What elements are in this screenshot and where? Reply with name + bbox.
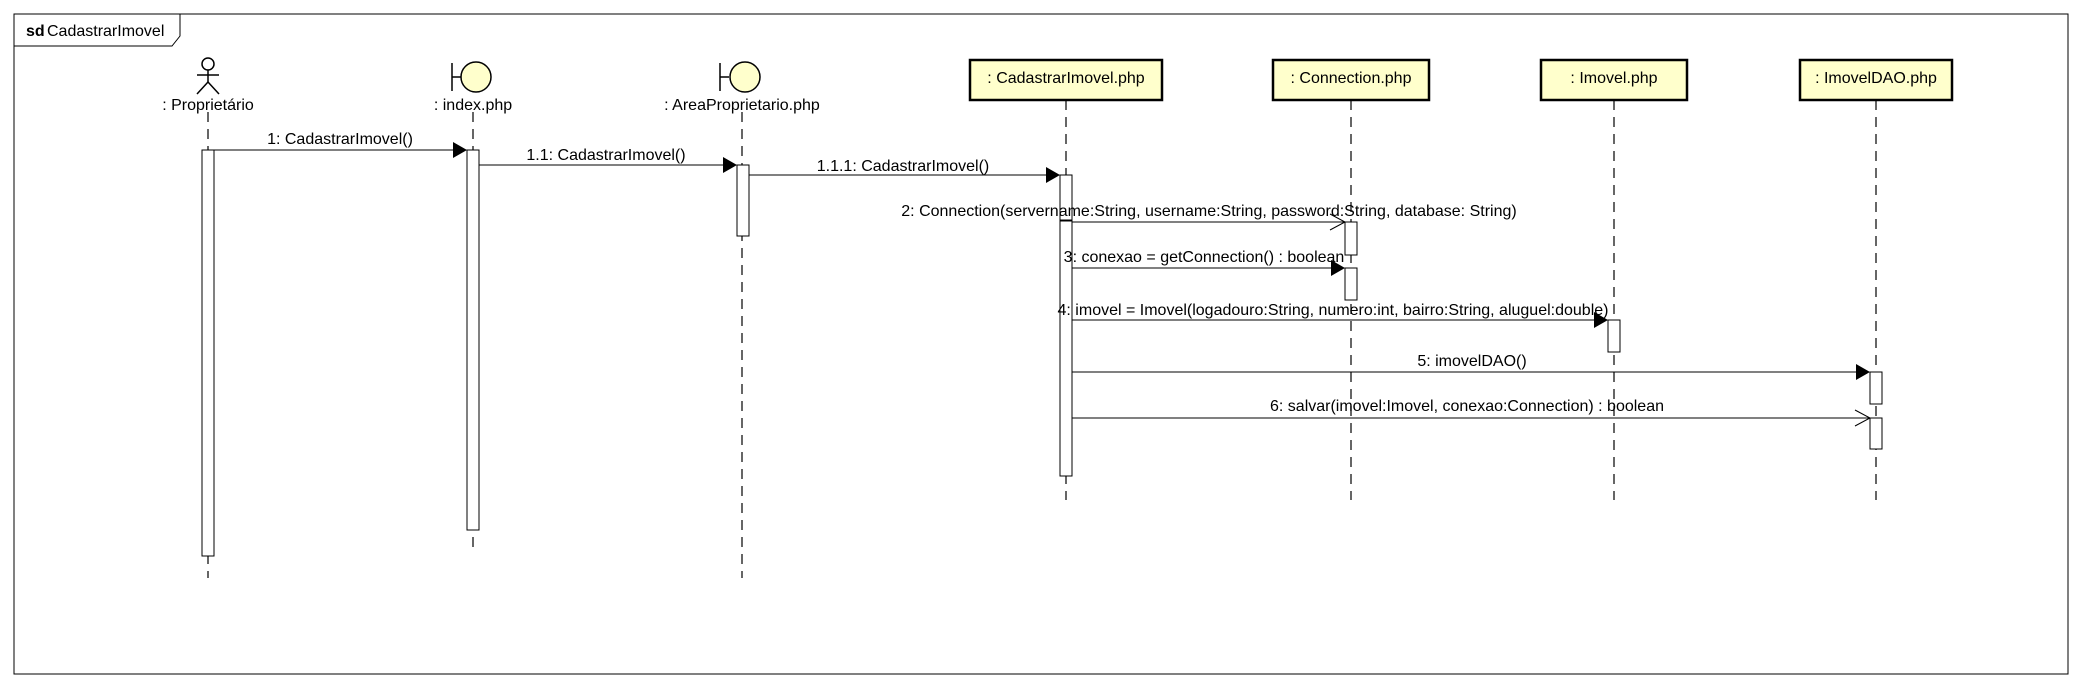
frame-title: CadastrarImovel bbox=[47, 23, 164, 40]
activation-bar bbox=[1869, 417, 1883, 450]
actor-icon bbox=[196, 57, 220, 95]
async-arrowhead bbox=[1329, 213, 1347, 231]
lifeline-label-proprietario: : Proprietário bbox=[162, 97, 254, 114]
lifeline-box-imoveldao bbox=[1798, 58, 1954, 102]
lifeline-box-connection bbox=[1271, 58, 1431, 102]
frame-border bbox=[13, 13, 2069, 675]
activation-bar bbox=[1059, 174, 1073, 221]
message-label: 5: imovelDAO() bbox=[1417, 353, 1526, 370]
lifeline-label-index: : index.php bbox=[434, 97, 512, 114]
sync-arrowhead bbox=[453, 142, 467, 158]
activation-bar bbox=[1607, 319, 1621, 353]
async-arrowhead bbox=[1854, 409, 1872, 427]
lifeline-label-area: : AreaProprietario.php bbox=[664, 97, 820, 114]
activation-bar bbox=[1344, 221, 1358, 256]
lifeline-label-cadastrar: : CadastrarImovel.php bbox=[987, 70, 1145, 87]
message-label: 4: imovel = Imovel(logadouro:String, num… bbox=[1058, 302, 1609, 319]
activation-bar bbox=[201, 149, 215, 557]
frame-keyword: sd bbox=[26, 23, 45, 40]
message-label: 1: CadastrarImovel() bbox=[267, 131, 413, 148]
lifeline-box-cadastrar bbox=[968, 58, 1164, 102]
message-label: 1.1.1: CadastrarImovel() bbox=[817, 158, 990, 175]
activation-bar bbox=[1869, 371, 1883, 405]
lifeline-label-imoveldao: : ImovelDAO.php bbox=[1815, 70, 1937, 87]
activation-bars bbox=[201, 149, 1883, 557]
frame-tab bbox=[14, 14, 181, 47]
activation-bar bbox=[1344, 267, 1358, 301]
lifeline-box-imovel bbox=[1539, 58, 1689, 102]
boundary-icon bbox=[719, 61, 761, 93]
message-label: 2: Connection(servername:String, usernam… bbox=[901, 203, 1516, 220]
activation-bar bbox=[736, 164, 750, 237]
sync-arrowhead bbox=[723, 157, 737, 173]
lifeline-lines bbox=[207, 100, 1877, 578]
sync-arrowhead bbox=[1594, 312, 1608, 328]
message-label: 1.1: CadastrarImovel() bbox=[526, 147, 685, 164]
activation-bar bbox=[1059, 220, 1073, 477]
sync-arrowhead bbox=[1856, 364, 1870, 380]
activation-bar bbox=[466, 149, 480, 531]
lifeline-label-connection: : Connection.php bbox=[1291, 70, 1412, 87]
message-label: 3: conexao = getConnection() : boolean bbox=[1064, 249, 1345, 266]
message-label: 6: salvar(imovel:Imovel, conexao:Connect… bbox=[1270, 398, 1664, 415]
sync-arrowhead bbox=[1331, 260, 1345, 276]
lifeline-label-imovel: : Imovel.php bbox=[1570, 70, 1657, 87]
boundary-icon bbox=[451, 61, 492, 93]
sync-arrowhead bbox=[1046, 167, 1060, 183]
